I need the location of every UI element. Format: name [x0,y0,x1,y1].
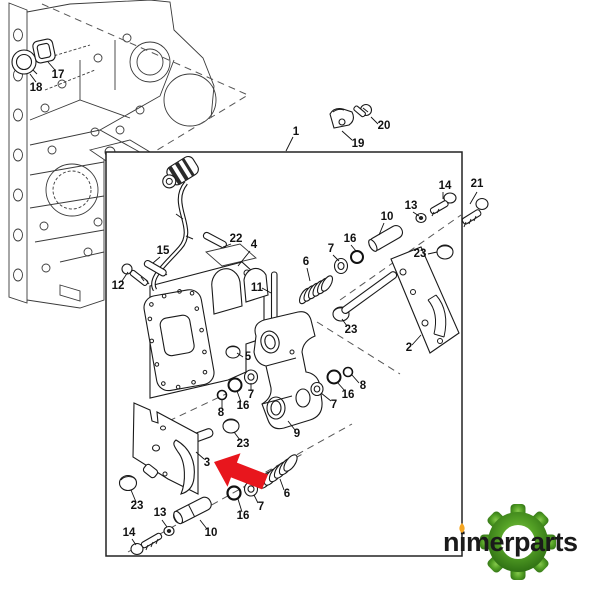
logo-i-dot-flame [459,523,465,533]
part-12-bolt [121,263,150,287]
logo-text: nimerparts [443,527,578,557]
callout-20-4: 20 [378,120,391,132]
part-21-bolt [461,197,489,228]
callout-7-23: 7 [248,389,254,401]
callout-8-27: 8 [360,380,367,392]
callout-9-24: 9 [294,428,300,440]
callout-16-26: 16 [342,389,355,401]
callout-13-31: 13 [154,507,167,519]
part-13-nut-lower [163,525,175,537]
sensor-connector-with-cable [151,155,199,292]
nimerparts-logo[interactable]: nimerparts [443,504,578,580]
callout-23-28: 23 [237,438,250,450]
callout-10-33: 10 [205,527,218,539]
callout-7-25: 7 [331,399,337,411]
callout-16-34: 16 [237,510,250,522]
callout-16-22: 16 [237,400,250,412]
part-17-cover [32,38,56,64]
part-14-bolt-lower [130,532,163,556]
part-6-spring-lower [258,454,298,489]
callout-23-30: 23 [131,500,144,512]
part-7-washer-left [243,369,259,385]
part-9-link-block [253,311,323,430]
part-7-washer-upper [333,257,349,275]
part-16-oring-right [326,369,342,385]
part-23-bushing-center [222,418,240,434]
callout-10-14: 10 [381,211,394,223]
callout-13-15: 13 [405,200,418,212]
callout-8-21: 8 [218,407,225,419]
part-8-ring-right [342,366,354,378]
callout-23-18: 23 [345,324,358,336]
part-10-roller-lower [173,496,212,525]
callout-7-35: 7 [258,501,264,513]
part-23-bushing-upper-right [436,244,454,260]
gear-icon [480,504,556,580]
callout-14-32: 14 [123,527,136,539]
callout-6-36: 6 [284,488,290,500]
part-5-bushing [225,345,241,359]
callout-22-8: 22 [230,233,243,245]
callout-17-1: 17 [52,69,65,81]
transmission-case-drawing [8,0,217,309]
part-8-ring-left [216,389,228,401]
part-6-spring-upper [298,275,334,305]
leader-lines [29,61,478,546]
part-14-bolt-upper [429,192,457,217]
callout-14-16: 14 [439,180,452,192]
part-19-clamp [329,108,355,129]
callout-3-29: 3 [204,457,210,469]
part-16-oring-upper [350,250,364,264]
highlight-arrow [214,453,268,490]
detail-wedge-dashed-line [41,3,250,153]
callout-1-2: 1 [293,126,300,138]
callout-6-11: 6 [303,256,309,268]
callout-2-19: 2 [406,342,412,354]
part-4-bracket-block [143,243,269,399]
part-15-pin [143,259,167,277]
part-20-screw [353,103,373,118]
callout-23-17: 23 [414,248,427,260]
callout-19-3: 19 [352,138,365,150]
part-16-oring-lower [226,485,242,501]
part-3-shift-fork-highlighted [132,402,214,495]
part-7-washer-right [310,381,324,397]
part-10-roller-upper [368,224,404,252]
callout-18-0: 18 [30,82,43,94]
part-18-seal-ring [11,49,38,75]
part-23-bushing-lower-left [118,474,138,492]
part-2-shift-fork [341,246,460,354]
callout-12-6: 12 [112,280,125,292]
callout-7-12: 7 [328,243,334,255]
callout-4-9: 4 [251,239,258,251]
callout-16-13: 16 [344,233,357,245]
callout-21-5: 21 [471,178,484,190]
callout-5-20: 5 [245,351,252,363]
part-16-oring-left [227,377,243,393]
callout-11-10: 11 [251,282,264,294]
callout-15-7: 15 [157,245,170,257]
